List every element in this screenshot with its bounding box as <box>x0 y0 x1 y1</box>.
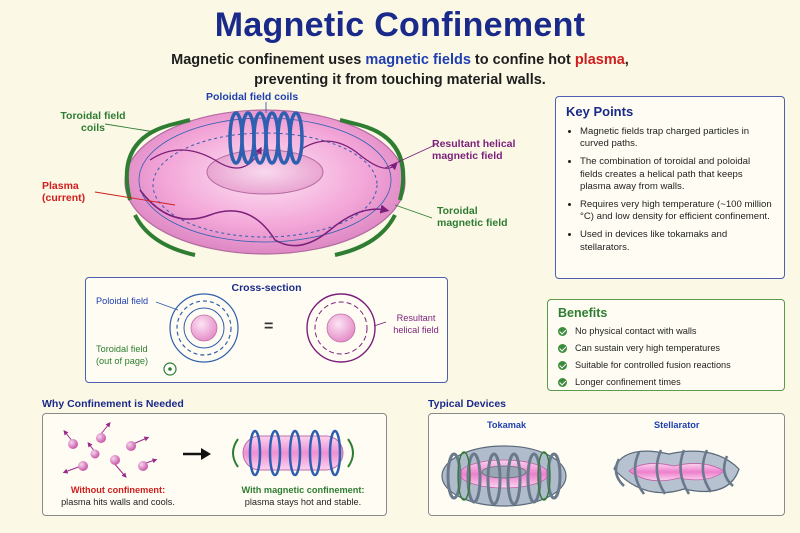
cs-label-resultant-2: helical field <box>393 325 439 335</box>
why-title: Why Confinement is Needed <box>42 398 184 410</box>
label-plasma-2: (current) <box>42 192 86 204</box>
cs-equals: = <box>264 318 274 335</box>
helical-field-line <box>139 189 390 247</box>
benefits-panel: Benefits No physical contact with walls … <box>547 299 785 391</box>
label-toroidal-coils: Toroidal field coils <box>58 110 128 134</box>
cs-label-poloidal: Poloidal field <box>96 296 149 306</box>
cs-label-toroidal: Toroidal field (out of page) <box>96 343 148 367</box>
cs-label-toroidal-2: (out of page) <box>96 356 149 366</box>
label-helical-field: Resultant helical magnetic field <box>432 138 515 162</box>
check-icon <box>558 326 567 336</box>
key-points-list: Magnetic fields trap charged particles i… <box>566 126 774 254</box>
benefit-item: Can sustain very high temperatures <box>558 342 774 354</box>
subtitle-highlight-plasma: plasma <box>574 52 625 68</box>
toroidal-coil-left-bottom <box>133 214 196 257</box>
benefit-item: Longer confinement times <box>558 376 774 388</box>
plasma-cross-section-helical <box>326 313 356 343</box>
check-icon <box>558 360 567 370</box>
stellarator-label: Stellarator <box>654 420 700 430</box>
label-plasma: Plasma (current) <box>42 180 85 204</box>
benefit-item: No physical contact with walls <box>558 325 774 337</box>
key-point-item: The combination of toroidal and poloidal… <box>580 156 774 193</box>
plasma-cross-section <box>190 314 218 342</box>
label-toroidal-field-2: magnetic field <box>437 217 508 229</box>
key-points-panel: Key Points Magnetic fields trap charged … <box>555 96 785 279</box>
pointer-helical <box>384 144 436 169</box>
torus-diagram <box>94 102 436 257</box>
particles <box>68 433 148 471</box>
label-toroidal-field: Toroidal magnetic field <box>437 205 508 229</box>
devices-title: Typical Devices <box>428 398 507 410</box>
poloidal-coils <box>228 111 304 165</box>
label-toroidal-coils-2: coils <box>81 122 105 134</box>
key-points-title: Key Points <box>566 104 634 119</box>
label-toroidal-coils-1: Toroidal field <box>60 110 126 122</box>
label-helical-2: magnetic field <box>432 150 503 162</box>
toroidal-coil-left <box>124 118 191 201</box>
confinement-coils <box>248 429 342 477</box>
cs-label-toroidal-1: Toroidal field <box>96 344 148 354</box>
toroidal-field-line <box>152 132 378 238</box>
why-diagram <box>62 422 354 478</box>
without-title: Without confinement: <box>70 485 166 495</box>
helical-field-line-right <box>299 140 398 171</box>
subtitle-text-1: Magnetic confinement uses <box>171 52 366 68</box>
subtitle-line-2: preventing it from touching material wal… <box>254 72 546 88</box>
with-caption: With magnetic confinement: plasma stays … <box>223 484 383 508</box>
devices-diagram <box>441 445 740 507</box>
without-text: plasma hits walls and cools. <box>61 497 175 507</box>
page-title: Magnetic Confinement <box>214 6 586 44</box>
benefit-item: Suitable for controlled fusion reactions <box>558 359 774 371</box>
key-point-item: Used in devices like tokamaks and stella… <box>580 229 774 253</box>
pointer-toroidal-coils <box>104 123 156 133</box>
check-icon <box>558 377 567 387</box>
benefit-text: No physical contact with walls <box>575 326 697 336</box>
cs-label-resultant: Resultant helical field <box>386 312 446 336</box>
benefit-text: Suitable for controlled fusion reactions <box>575 360 731 370</box>
cross-section-diagram <box>155 293 387 376</box>
pointer-toroidal-field <box>394 204 433 219</box>
cs-label-resultant-1: Resultant <box>396 313 436 323</box>
pointer-plasma <box>94 191 176 206</box>
cross-section-panel: Cross-section Poloidal field Toroidal fi… <box>85 277 448 383</box>
tokamak-device <box>441 445 567 507</box>
subtitle-highlight-fields: magnetic fields <box>365 52 471 68</box>
without-caption: Without confinement: plasma hits walls a… <box>43 484 193 508</box>
with-text: plasma stays hot and stable. <box>244 497 362 507</box>
check-icon <box>558 343 567 353</box>
devices-panel: Tokamak Stellarator <box>428 413 785 516</box>
label-poloidal-coils: Poloidal field coils <box>206 91 299 103</box>
label-toroidal-field-1: Toroidal <box>437 205 478 217</box>
why-panel: Without confinement: plasma hits walls a… <box>42 413 387 516</box>
key-point-item: Requires very high temperature (~100 mil… <box>580 199 774 223</box>
subtitle-text-2: to confine hot <box>470 52 575 68</box>
tokamak-label: Tokamak <box>487 420 527 430</box>
stellarator-device <box>613 449 740 495</box>
cross-section-title: Cross-section <box>231 282 302 294</box>
key-point-item: Magnetic fields trap charged particles i… <box>580 126 774 150</box>
label-helical-1: Resultant helical <box>432 138 516 150</box>
label-plasma-1: Plasma <box>42 180 79 192</box>
benefits-title: Benefits <box>558 306 608 320</box>
benefit-text: Longer confinement times <box>575 377 681 387</box>
with-title: With magnetic confinement: <box>241 485 365 495</box>
benefit-text: Can sustain very high temperatures <box>575 343 721 353</box>
subtitle-text-3: , <box>624 52 629 68</box>
toroidal-coil-right-bottom <box>334 214 397 257</box>
toroidal-coil-right <box>339 118 406 201</box>
page-subtitle: Magnetic confinement uses magnetic field… <box>0 50 800 90</box>
